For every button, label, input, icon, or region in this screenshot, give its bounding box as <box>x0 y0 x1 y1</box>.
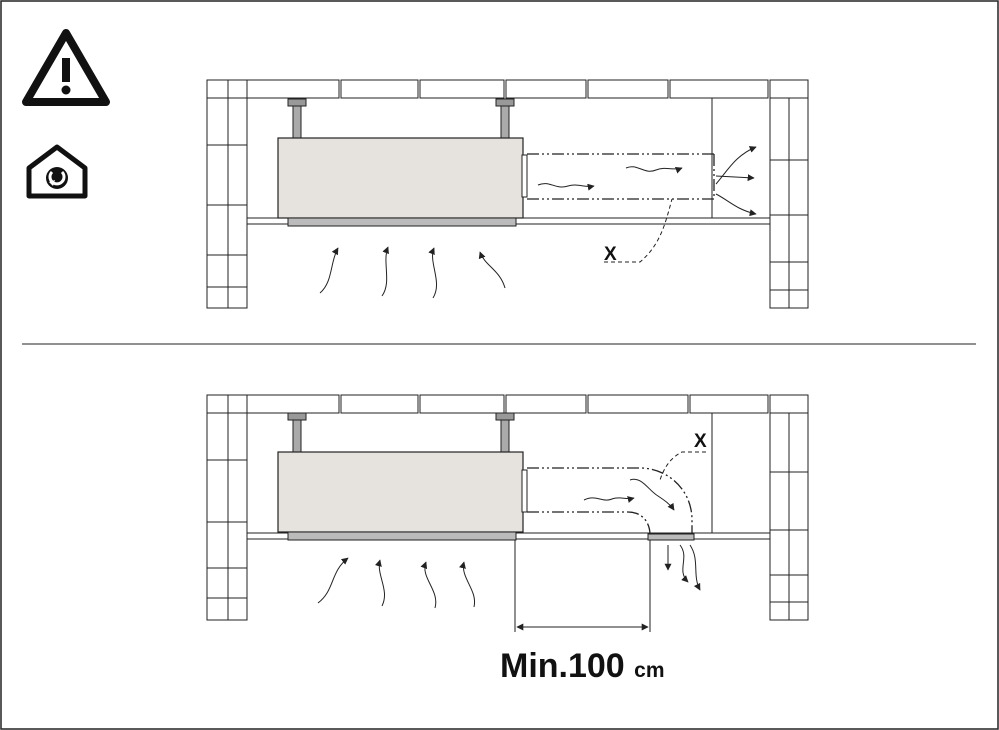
bottom-left-wall <box>206 394 248 621</box>
top-right-wall <box>769 97 809 309</box>
min-distance-dimension <box>514 540 651 632</box>
top-airflow-arrows <box>319 146 757 299</box>
bottom-duct-outline <box>527 467 693 536</box>
min-distance-value: Min.100 <box>500 647 625 685</box>
bottom-false-ceiling <box>247 413 770 540</box>
bottom-duct-leader-line <box>659 451 706 481</box>
bottom-diagram: X Min.100 cm <box>206 394 809 685</box>
min-distance-label: Min.100 cm <box>500 647 665 685</box>
top-ceiling <box>246 79 809 99</box>
bottom-suspension-rods <box>287 412 515 453</box>
top-duct-outline <box>527 153 715 200</box>
bottom-airflow-arrows <box>317 478 701 609</box>
warning-triangle-icon <box>22 29 110 106</box>
bottom-ceiling <box>246 394 809 414</box>
top-duct-leader-line <box>604 198 673 263</box>
top-duct-label: X <box>604 244 617 265</box>
min-distance-unit: cm <box>634 659 664 682</box>
top-indoor-unit <box>277 137 528 227</box>
bottom-indoor-unit <box>277 451 528 541</box>
top-diagram: X <box>206 79 809 309</box>
top-left-wall <box>206 79 248 309</box>
bottom-duct-label: X <box>694 431 707 452</box>
top-suspension-rods <box>287 98 515 139</box>
bottom-right-wall <box>769 412 809 621</box>
house-recirculation-icon <box>26 144 88 199</box>
bottom-outlet-grille <box>647 533 695 541</box>
